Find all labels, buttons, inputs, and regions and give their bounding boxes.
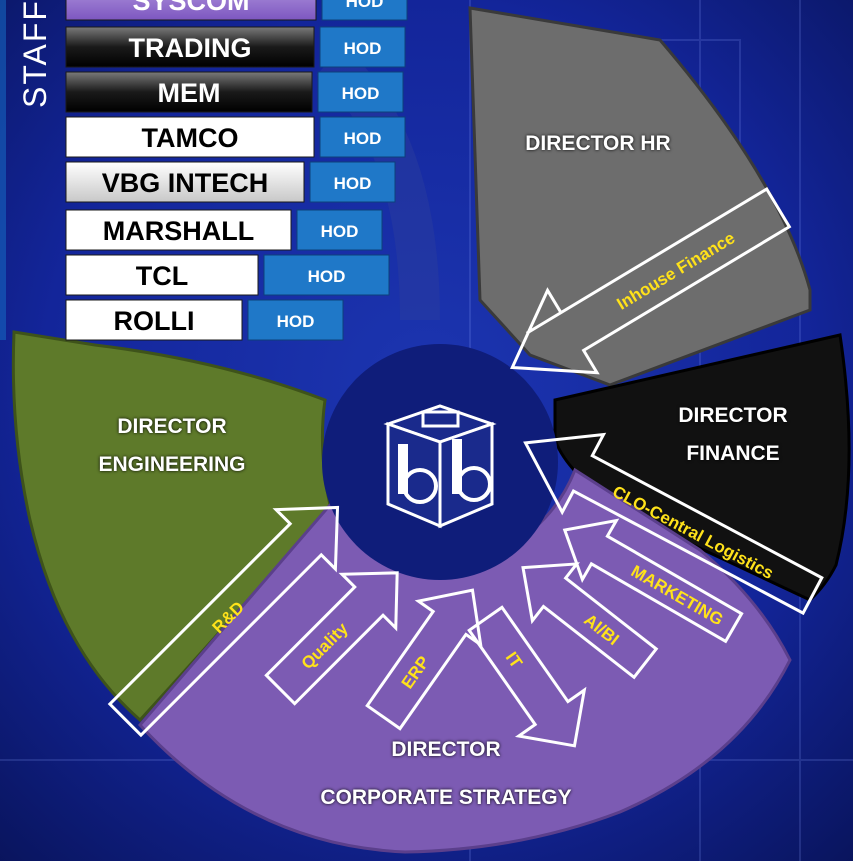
business-unit-box (65, 209, 292, 251)
director-engineering-label-2: ENGINEERING (98, 453, 245, 476)
director-strategy-label-2: CORPORATE STRATEGY (320, 786, 571, 809)
business-unit-row: MARSHALL HOD (65, 209, 383, 251)
business-unit-row: SYSCOM HOD (65, 0, 408, 21)
hod-label: HOD (321, 222, 359, 241)
business-unit-name: SYSCOM (132, 0, 249, 16)
hod-label: HOD (334, 174, 372, 193)
hod-box (319, 26, 406, 68)
hod-label: HOD (308, 267, 346, 286)
business-unit-name: TAMCO (142, 123, 239, 153)
business-unit-box (65, 0, 317, 21)
business-unit-name: MEM (158, 78, 221, 108)
hod-label: HOD (342, 84, 380, 103)
business-unit-name: VBG INTECH (102, 168, 269, 198)
hod-box (321, 0, 408, 21)
business-unit-row: TRADING HOD (65, 26, 406, 68)
business-unit-row: TAMCO HOD (65, 116, 406, 158)
director-finance-label-2: FINANCE (686, 442, 779, 465)
hod-box (317, 71, 404, 113)
hod-label: HOD (277, 312, 315, 331)
business-unit-row: MEM HOD (65, 71, 404, 113)
hod-box (263, 254, 390, 296)
business-unit-box (65, 161, 305, 203)
business-unit-name: ROLLI (114, 306, 195, 336)
hod-label: HOD (344, 39, 382, 58)
hod-box (319, 116, 406, 158)
director-strategy-label-1: DIRECTOR (391, 738, 500, 761)
business-unit-name: TRADING (129, 33, 252, 63)
staff-label: STAFF (17, 0, 53, 108)
segment-director-hr (468, 6, 812, 387)
business-unit-name: TCL (136, 261, 188, 291)
cube-logo-icon (383, 404, 497, 529)
hod-box (247, 299, 344, 341)
business-unit-box (65, 254, 259, 296)
business-unit-row: TCL HOD (65, 254, 390, 296)
business-unit-box (65, 116, 315, 158)
director-hr-label: DIRECTOR HR (525, 132, 670, 155)
hod-box (296, 209, 383, 251)
hod-label: HOD (346, 0, 384, 11)
director-engineering-label-1: DIRECTOR (117, 415, 226, 438)
business-unit-row: ROLLI HOD (65, 299, 344, 341)
hod-label: HOD (344, 129, 382, 148)
business-unit-row: VBG INTECH HOD (65, 161, 396, 203)
hod-box (309, 161, 396, 203)
business-unit-box (65, 71, 313, 113)
business-unit-name: MARSHALL (103, 216, 254, 246)
business-unit-box (65, 299, 243, 341)
director-finance-label-1: DIRECTOR (678, 404, 787, 427)
business-unit-box (65, 26, 315, 68)
